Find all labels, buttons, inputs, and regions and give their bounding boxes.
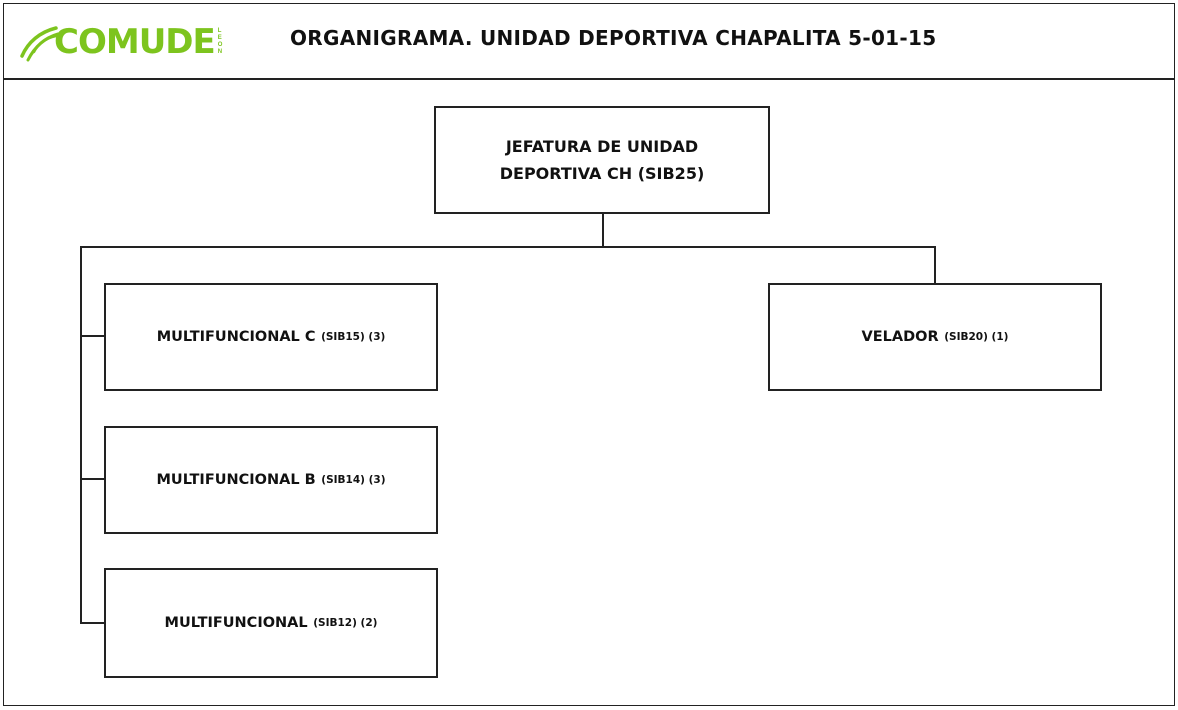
box-multifuncional-c-name: MULTIFUNCIONAL C [156, 329, 316, 345]
box-multifuncional-c-code: (SIB15) (3) [321, 331, 386, 343]
connector-right-vertical [934, 246, 936, 284]
page-title: ORGANIGRAMA. UNIDAD DEPORTIVA CHAPALITA … [290, 26, 937, 50]
box-jefatura-line2: DEPORTIVA CH (SIB25) [499, 164, 705, 183]
box-velador-code: (SIB20) (1) [944, 331, 1009, 343]
header: COMUDE L E O N ORGANIGRAMA. UNIDAD DEPOR… [4, 4, 1174, 80]
box-jefatura: JEFATURA DE UNIDAD DEPORTIVA CH (SIB25) [434, 106, 770, 214]
box-velador-name: VELADOR [861, 329, 939, 345]
box-velador: VELADOR (SIB20) (1) [768, 283, 1102, 391]
logo-swoosh-icon [20, 26, 60, 62]
box-jefatura-line1: JEFATURA DE UNIDAD [505, 137, 699, 156]
connector-root-down [602, 214, 604, 247]
box-multifuncional-b: MULTIFUNCIONAL B (SIB14) (3) [104, 426, 438, 534]
logo-text: COMUDE [54, 22, 216, 62]
connector-horizontal [80, 246, 936, 248]
box-multifuncional: MULTIFUNCIONAL (SIB12) (2) [104, 568, 438, 678]
box-multifuncional-code: (SIB12) (2) [313, 617, 378, 629]
box-multifuncional-b-code: (SIB14) (3) [321, 474, 386, 486]
box-multifuncional-b-name: MULTIFUNCIONAL B [156, 472, 316, 488]
connector-multifuncional-c [80, 335, 106, 337]
connector-multifuncional-b [80, 478, 106, 480]
connector-multifuncional [80, 622, 106, 624]
box-multifuncional-c: MULTIFUNCIONAL C (SIB15) (3) [104, 283, 438, 391]
diagram-frame: COMUDE L E O N ORGANIGRAMA. UNIDAD DEPOR… [3, 3, 1175, 706]
box-multifuncional-name: MULTIFUNCIONAL [164, 615, 308, 631]
comude-logo: COMUDE L E O N [18, 22, 222, 62]
connector-left-vertical [80, 246, 82, 624]
logo-subtext: L E O N [217, 28, 223, 55]
